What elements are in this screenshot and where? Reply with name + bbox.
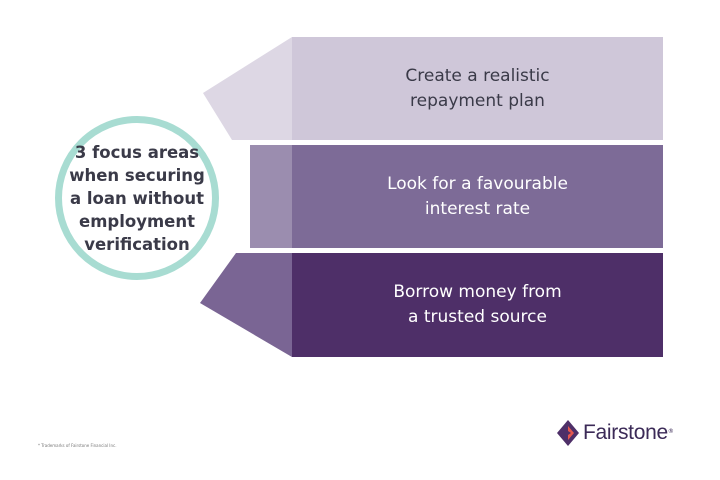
- wedge-1: [203, 37, 292, 140]
- item-1-line-2: repayment plan: [410, 90, 545, 111]
- center-circle: 3 focus areas when securing a loan witho…: [55, 116, 219, 280]
- focus-item-2: Look for a favourable interest rate: [292, 145, 663, 248]
- item-2-line-2: interest rate: [424, 198, 531, 219]
- center-line-1: 3 focus areas: [74, 142, 200, 162]
- wedge-3: [200, 253, 292, 357]
- center-line-5: verification: [84, 234, 190, 254]
- center-line-3: a loan without: [70, 188, 204, 208]
- trademark-footnote: * Trademarks of Fairstone Financial Inc.: [38, 443, 117, 448]
- wedge-2: [250, 145, 292, 248]
- center-line-2: when securing: [69, 165, 205, 185]
- item-1-line-1: Create a realistic: [405, 65, 550, 86]
- focus-item-3: Borrow money from a trusted source: [292, 253, 663, 357]
- item-3-line-2: a trusted source: [408, 307, 547, 327]
- logo-text: Fairstone: [583, 421, 668, 444]
- focus-item-1: Create a realistic repayment plan: [292, 37, 663, 140]
- fairstone-logo: Fairstone ®: [557, 420, 674, 446]
- logo-registered-mark: ®: [667, 428, 674, 435]
- center-line-4: employment: [79, 211, 195, 231]
- item-3-line-1: Borrow money from: [393, 282, 562, 302]
- item-2-line-1: Look for a favourable: [387, 173, 568, 194]
- fairstone-diamond-icon: [557, 420, 579, 446]
